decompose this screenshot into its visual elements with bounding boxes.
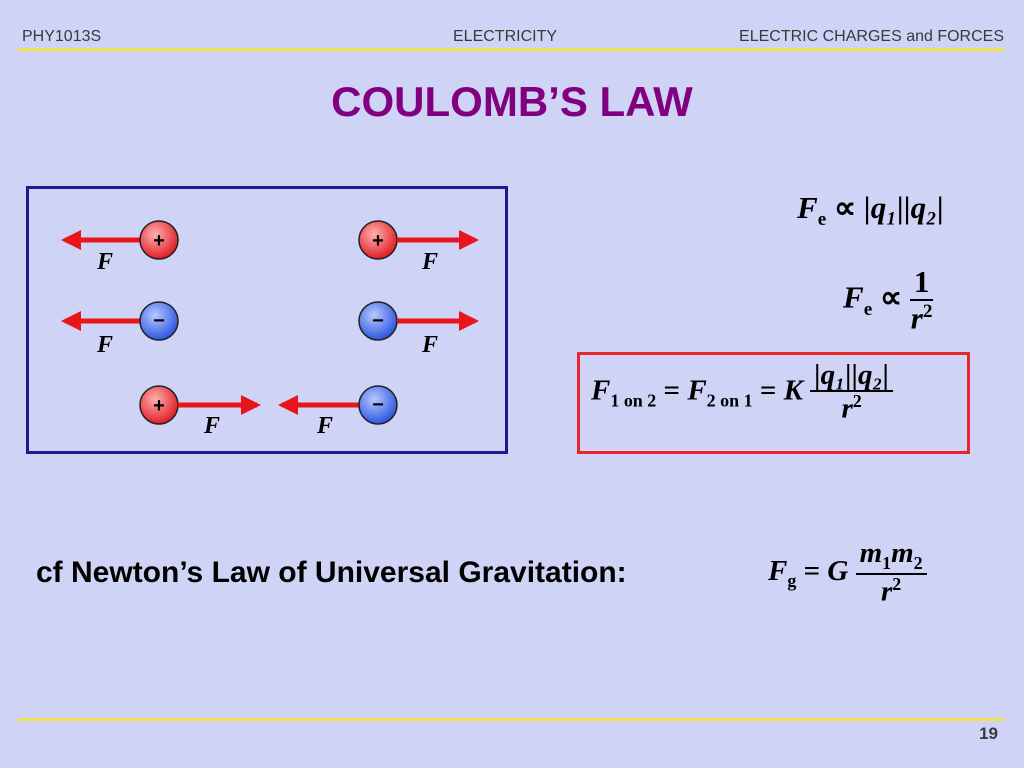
distance-symbol: r: [880, 575, 893, 608]
section-label: ELECTRIC CHARGES and FORCES: [739, 28, 1004, 45]
force-symbol: F: [591, 374, 611, 407]
proportional-charge-equation: Fe ∝ |q₁||q₂|: [797, 190, 944, 231]
proportional-symbol: ∝: [879, 279, 903, 315]
charge-sign: −: [153, 310, 165, 332]
force-label: F: [316, 413, 333, 439]
negative-charge: [358, 385, 398, 425]
charge-sign: −: [372, 394, 384, 416]
force-symbol: F: [843, 279, 864, 315]
page-title: COULOMB’S LAW: [331, 78, 693, 125]
force-subscript: 2 on 1: [706, 390, 753, 411]
mass-subscript: 1: [882, 552, 892, 573]
topic-label: ELECTRICITY: [453, 28, 558, 45]
force-subscript: e: [863, 298, 873, 320]
force-subscript: g: [787, 570, 797, 591]
positive-charge: [139, 220, 179, 260]
coulomb-fraction: |q₁||q₂| r2: [810, 360, 893, 426]
distance-exponent: 2: [922, 300, 933, 322]
charge-sign: +: [153, 230, 165, 252]
force-subscript: e: [817, 209, 827, 231]
charge-sign: +: [153, 395, 165, 417]
gravitation-equation: Fg = G m1m2 r2: [768, 538, 927, 608]
equals-sign: =: [759, 374, 777, 407]
distance-symbol: r: [841, 393, 853, 426]
inverse-square-fraction: 1 r2: [909, 265, 934, 335]
force-label: F: [96, 249, 113, 275]
force-subscript: 1 on 2: [610, 390, 657, 411]
gravitation-fraction: m1m2 r2: [855, 537, 927, 608]
force-diagram: + F + F − F − F + F − F: [26, 186, 508, 454]
charge-product: |q₁||q₂|: [863, 190, 944, 225]
proportional-distance-equation: Fe ∝ 1 r2: [843, 265, 934, 335]
force-symbol: F: [687, 374, 707, 407]
equals-sign: =: [803, 554, 821, 587]
force-label: F: [421, 249, 438, 275]
comparison-text: cf Newton’s Law of Universal Gravitation…: [36, 556, 627, 589]
distance-exponent: 2: [852, 391, 862, 412]
mass-symbol: m: [891, 537, 914, 569]
force-label: F: [96, 332, 113, 358]
course-code: PHY1013S: [22, 28, 102, 45]
footer-rule: [18, 718, 1004, 721]
fraction-numerator: 1: [909, 265, 934, 301]
force-label: F: [203, 413, 220, 439]
coulomb-constant: K: [783, 374, 803, 407]
mass-subscript: 2: [913, 552, 923, 573]
coulomb-law-equation: F1 on 2 = F2 on 1 = K |q₁||q₂| r2: [591, 360, 893, 426]
force-diagram-svg: + F + F − F − F + F − F: [61, 220, 479, 439]
negative-charge: [139, 301, 179, 341]
distance-exponent: 2: [892, 573, 902, 594]
force-symbol: F: [797, 190, 818, 225]
equals-sign: =: [663, 374, 681, 407]
force-symbol: F: [768, 554, 788, 587]
charge-sign: +: [372, 230, 384, 252]
gravitational-constant: G: [827, 554, 849, 587]
distance-symbol: r: [910, 299, 923, 335]
page-number: 19: [979, 724, 998, 743]
charge-sign: −: [372, 310, 384, 332]
coulomb-law-box: [577, 352, 970, 454]
charge-product: |q₁||q₂|: [810, 360, 893, 393]
mass-symbol: m: [859, 537, 883, 569]
header-rule: [18, 48, 1004, 51]
force-label: F: [421, 332, 438, 358]
proportional-symbol: ∝: [833, 190, 857, 225]
